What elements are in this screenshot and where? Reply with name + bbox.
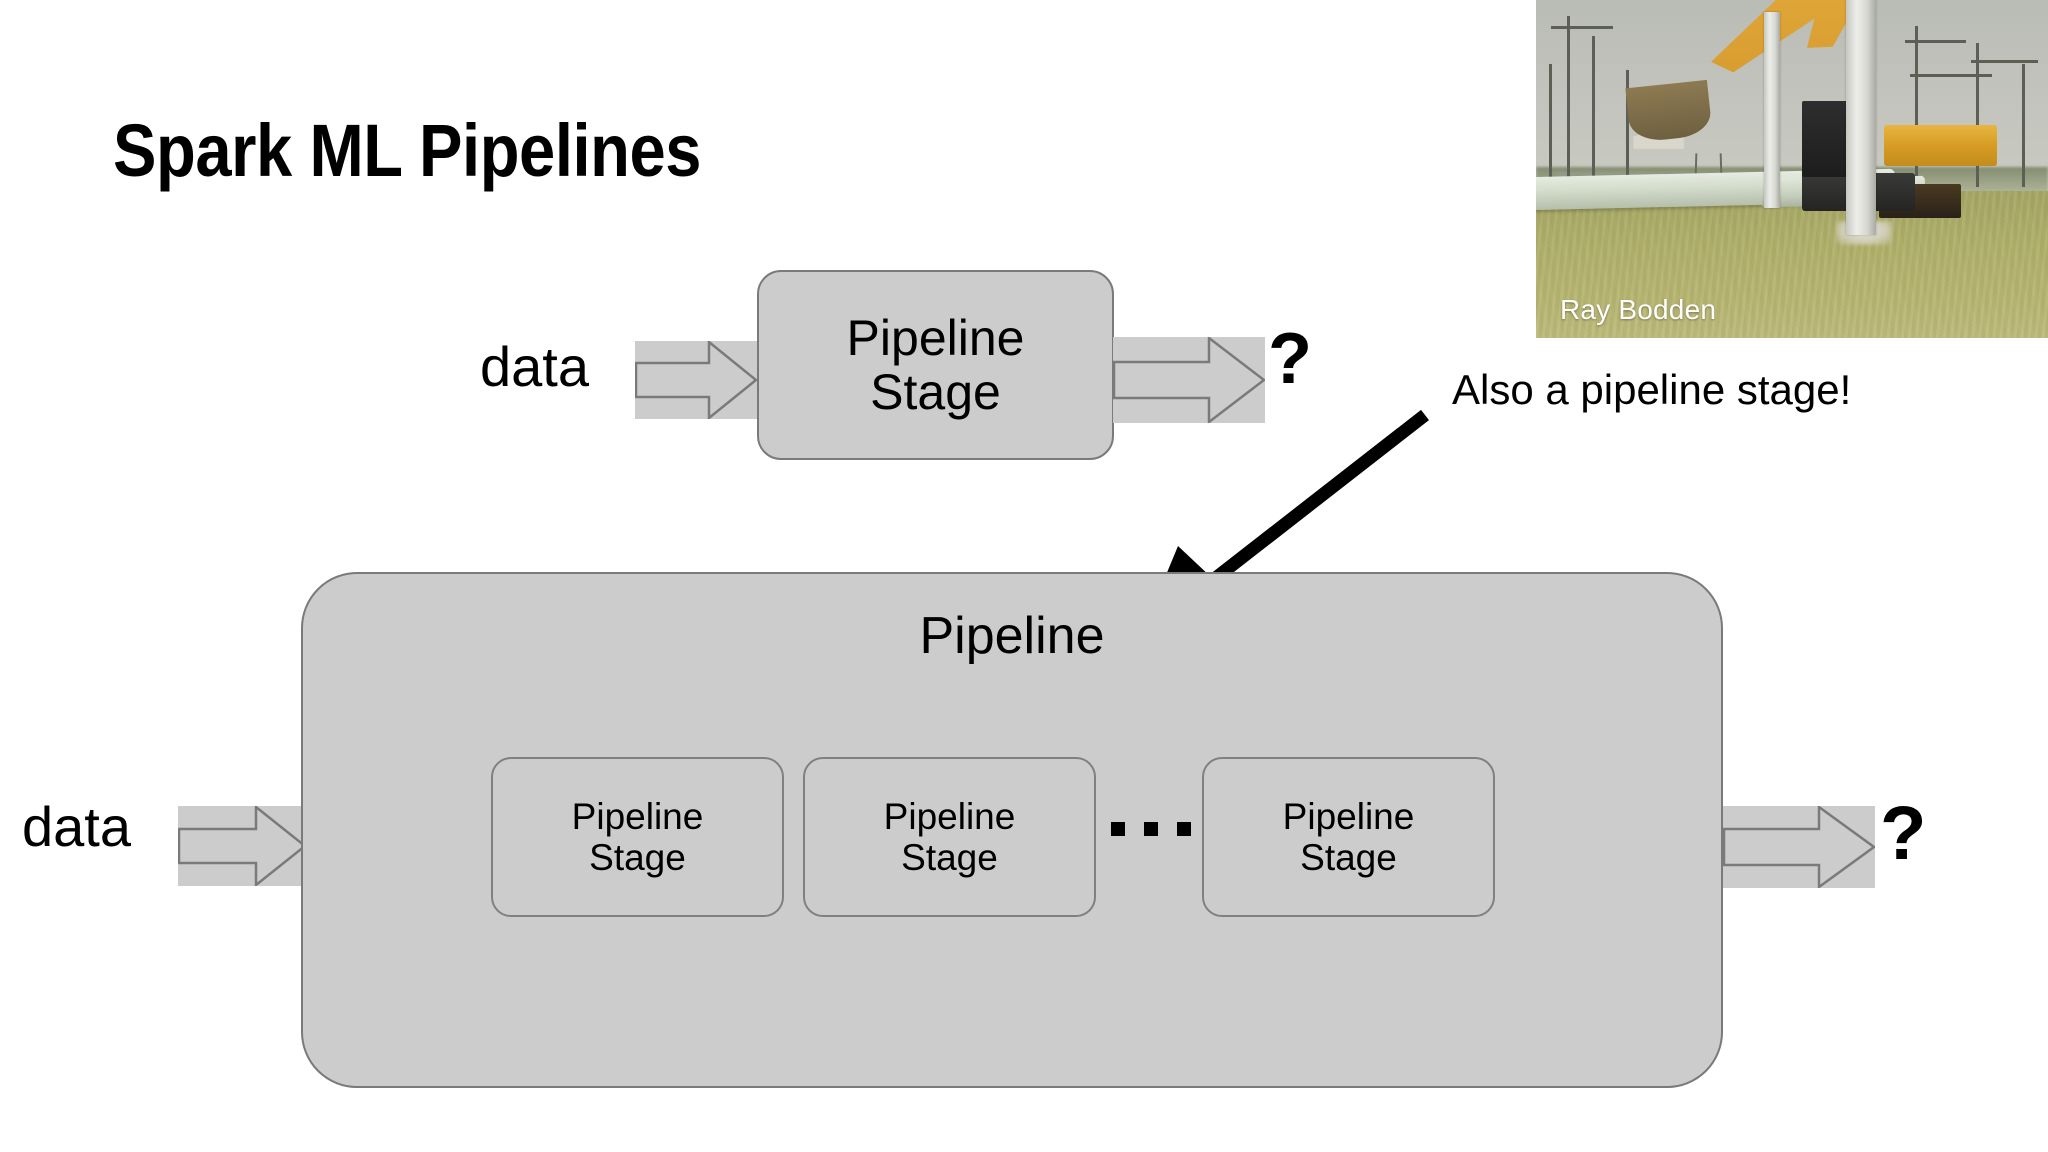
stage-label-line1: Pipeline — [883, 795, 1016, 837]
photo-utility-pole — [1548, 63, 1552, 194]
photo-excavator-counterweight — [1884, 125, 1997, 167]
block-arrow-right-icon — [178, 806, 306, 886]
photo-pole-crossarm — [1904, 39, 1967, 43]
photo-ground — [1536, 190, 2048, 338]
stage-label-line1: Pipeline — [571, 795, 704, 837]
pipeline-stage-box[interactable]: Pipeline Stage — [757, 270, 1114, 460]
photo-credit-caption: Ray Bodden — [1560, 294, 1717, 325]
ellipsis-dot — [1177, 822, 1191, 836]
photo-utility-pole — [1566, 15, 1570, 194]
bottom-input-label: data — [22, 795, 131, 858]
stage-label-line1: Pipeline — [1282, 795, 1415, 837]
ellipsis-icon — [1111, 822, 1191, 836]
top-output-question-mark: ? — [1268, 319, 1312, 399]
photo-pole-crossarm — [1971, 60, 2038, 64]
photo-utility-pole — [1914, 25, 1918, 191]
photo-utility-pole — [1592, 36, 1596, 194]
pipeline-stage-box[interactable]: Pipeline Stage — [803, 757, 1096, 917]
ellipsis-dot — [1111, 822, 1125, 836]
photo-concrete-column — [1845, 0, 1877, 236]
stage-label-line2: Stage — [589, 837, 686, 878]
block-arrow-right-icon — [1723, 806, 1875, 888]
pipeline-construction-photo: Ray Bodden — [1536, 0, 2048, 338]
page-title: Spark ML Pipelines — [113, 109, 702, 192]
annotation-label: Also a pipeline stage! — [1452, 366, 1852, 413]
bottom-output-question-mark: ? — [1880, 791, 1927, 876]
photo-utility-pole — [2022, 63, 2026, 188]
pipeline-stage-box[interactable]: Pipeline Stage — [1202, 757, 1495, 917]
block-arrow-right-icon — [635, 341, 757, 419]
photo-excavator-cab — [1802, 101, 1854, 177]
photo-pole-crossarm — [1909, 73, 1992, 77]
stage-label-line2: Stage — [901, 837, 998, 878]
photo-concrete-column — [1763, 12, 1781, 208]
stage-label-line2: Stage — [870, 364, 1001, 420]
block-arrow-right-icon — [1113, 337, 1265, 423]
stage-label-line2: Stage — [1300, 837, 1397, 878]
photo-utility-pole — [1625, 70, 1629, 188]
stage-label-line1: Pipeline — [846, 310, 1025, 366]
ellipsis-dot — [1144, 822, 1158, 836]
pipeline-container-label: Pipeline — [919, 607, 1105, 665]
pipeline-container-box[interactable]: Pipeline Pipeline Stage Pipeline Stage P… — [301, 572, 1723, 1088]
pipeline-stage-box[interactable]: Pipeline Stage — [491, 757, 784, 917]
top-input-label: data — [480, 335, 589, 398]
photo-utility-pole — [1976, 43, 1980, 188]
photo-pole-crossarm — [1551, 25, 1613, 29]
